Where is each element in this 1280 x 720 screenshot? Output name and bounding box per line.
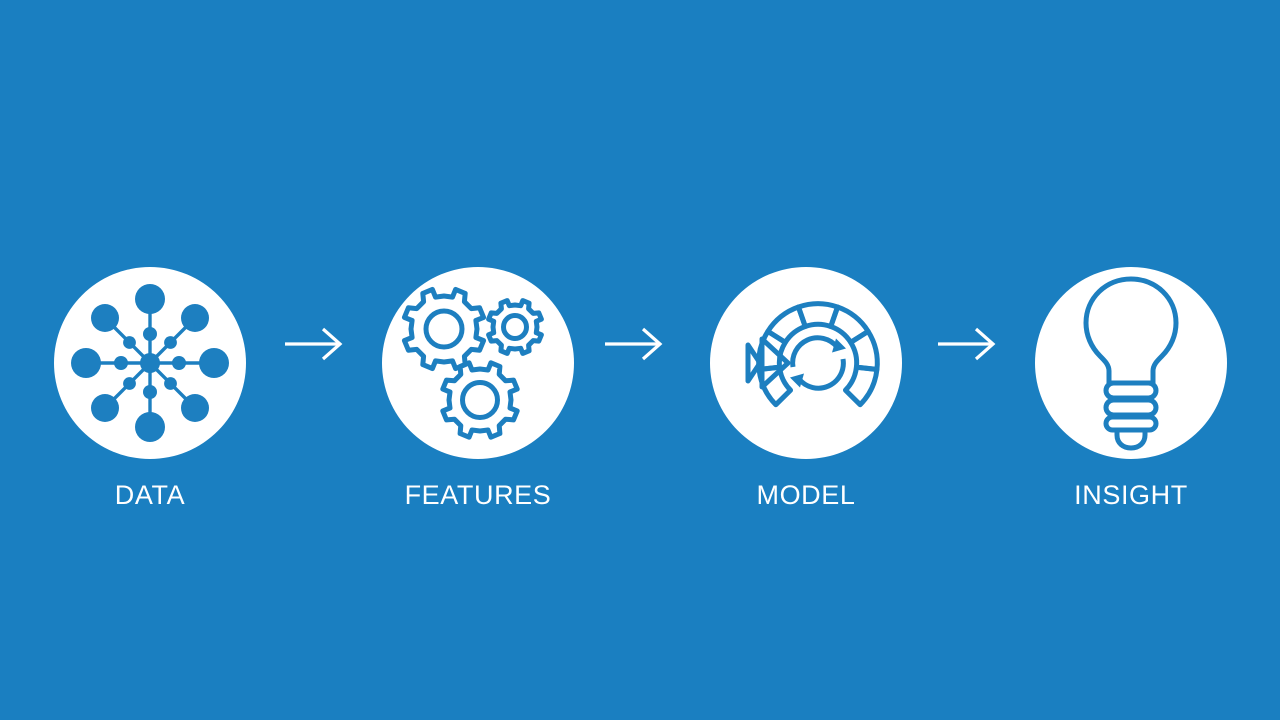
step-label-model: MODEL [756,480,856,510]
play-triangles-icon [745,336,791,390]
pipeline-step-insight[interactable]: INSIGHT [1021,267,1241,511]
gears-icon [401,286,544,440]
wheel-segments [756,301,880,408]
gear-medium [440,360,520,440]
connector-arrow-3 [936,324,998,364]
arrow-right-icon [938,327,996,361]
arrow-right-icon [605,327,663,361]
pipeline-step-data[interactable]: DATA [40,267,260,511]
step-label-data: DATA [114,480,186,510]
cycle-arrows [790,335,846,391]
connector-arrow-1 [283,324,345,364]
step-disc-data [54,267,246,459]
lightbulb-icon [1083,276,1179,451]
step-label-insight: INSIGHT [1074,480,1188,510]
gear-small [486,298,544,356]
connector-arrow-2 [603,324,665,364]
step-label-features: FEATURES [404,480,552,510]
gear-large [401,286,487,372]
step-disc-features [382,267,574,459]
segmented-wheel-cycle-icon [745,301,880,408]
step-disc-model [710,267,902,459]
arrow-right-icon [285,327,343,361]
pipeline-step-features[interactable]: FEATURES [368,267,588,511]
step-disc-insight [1035,267,1227,459]
network-nodes-icon [71,284,229,442]
pipeline-step-model[interactable]: MODEL [696,267,916,511]
